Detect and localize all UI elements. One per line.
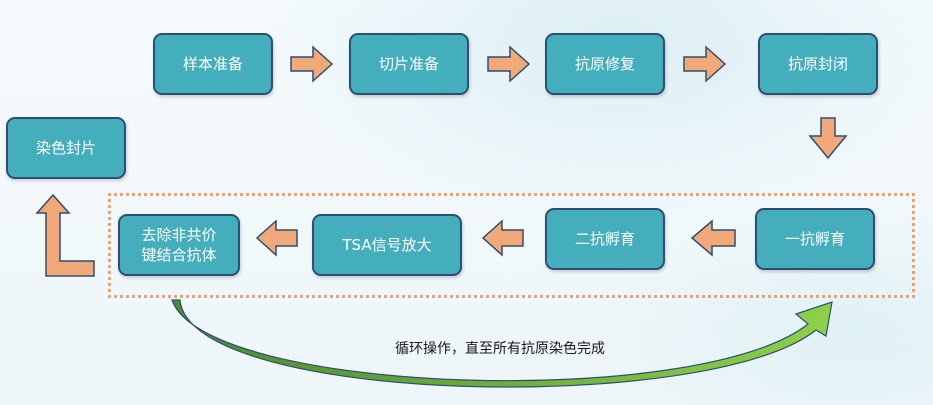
step-sample-prep-label: 样本准备 [182, 55, 243, 73]
step-antigen-block: 抗原封闭 [758, 33, 878, 95]
arrow-up-elbow [35, 193, 95, 277]
step-tsa-amplification-label: TSA信号放大 [342, 236, 432, 254]
step-remove-antibody-line1: 去除非共价 [141, 226, 217, 244]
step-tsa-amplification: TSA信号放大 [312, 214, 462, 276]
step-primary-incubation: 一抗孵育 [755, 208, 875, 270]
step-remove-antibody-line2: 键结合抗体 [141, 246, 217, 264]
step-secondary-incubation: 二抗孵育 [545, 208, 665, 270]
arrow-right-2 [487, 45, 531, 83]
arrow-right-1 [290, 45, 334, 83]
step-stain-seal-label: 染色封片 [35, 139, 96, 157]
arrow-left-2 [481, 219, 524, 257]
step-antigen-block-label: 抗原封闭 [787, 55, 848, 73]
step-secondary-incubation-label: 二抗孵育 [574, 230, 635, 248]
step-primary-incubation-label: 一抗孵育 [784, 230, 845, 248]
arrow-left-1 [690, 219, 736, 257]
arrow-left-3 [255, 219, 298, 257]
step-stain-seal: 染色封片 [6, 117, 126, 179]
step-section-prep: 切片准备 [349, 33, 469, 95]
loop-arrow [171, 299, 833, 388]
step-remove-antibody-label: 去除非共价 键结合抗体 [141, 225, 216, 265]
arrow-right-3 [683, 45, 727, 83]
step-section-prep-label: 切片准备 [378, 55, 439, 73]
step-sample-prep: 样本准备 [153, 33, 273, 95]
loop-frame [108, 193, 915, 298]
arrow-down [808, 117, 848, 160]
step-antigen-repair: 抗原修复 [545, 33, 665, 95]
loop-note: 循环操作，直至所有抗原染色完成 [395, 341, 605, 357]
step-antigen-repair-label: 抗原修复 [574, 55, 635, 73]
step-remove-antibody: 去除非共价 键结合抗体 [118, 214, 240, 276]
